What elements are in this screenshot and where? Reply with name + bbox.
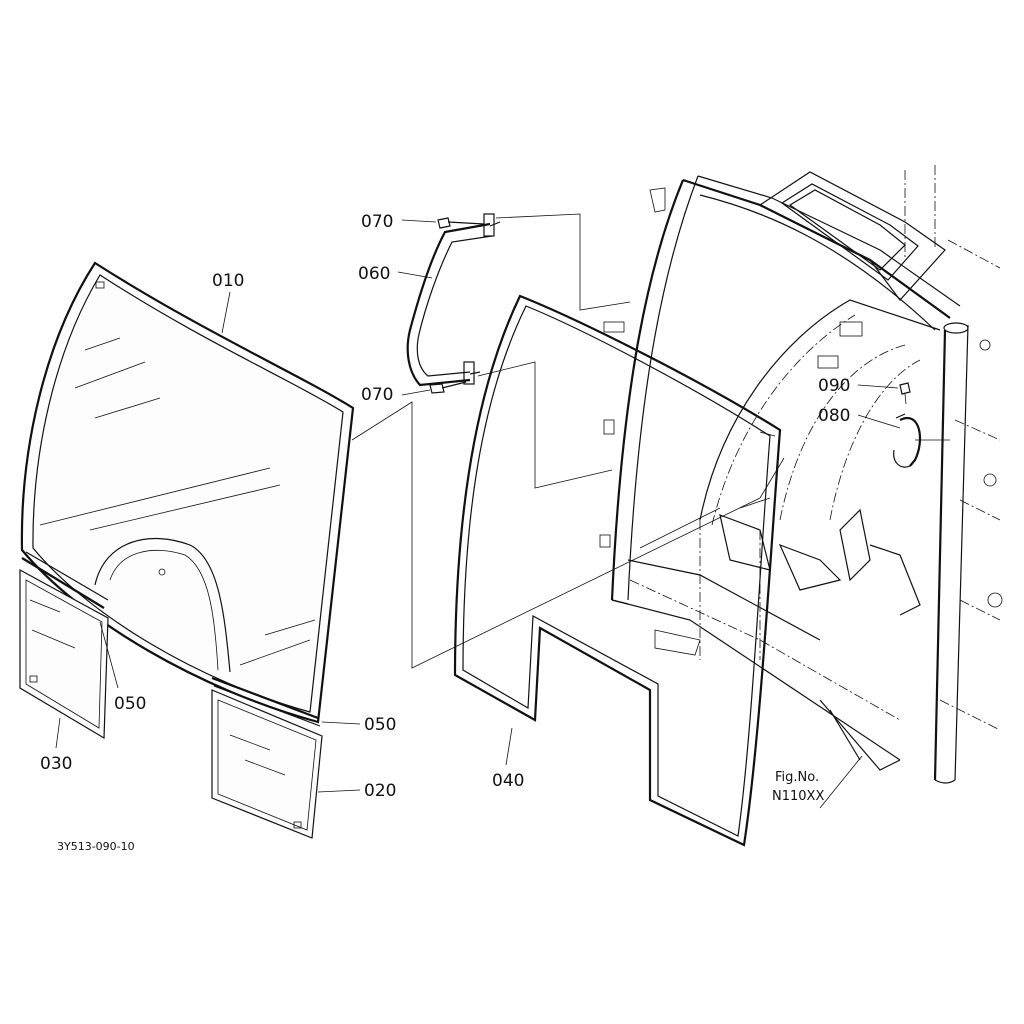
cab-frame [599,165,1003,784]
front-glass-010 [20,261,355,724]
callout-070-top: 070 [361,212,393,232]
seal-strip-050-right [211,676,321,727]
grab-handle-060 [406,213,501,387]
seal-strip-050-left [21,551,109,609]
leader-lines [55,213,950,809]
door-seal-040 [453,294,782,847]
bolt-090 [899,382,911,405]
lower-glass-020 [211,689,323,839]
drawing-code: 3Y513-090-10 [57,840,135,853]
lower-glass-030 [19,568,109,740]
callout-040: 040 [492,771,524,791]
figure-label: Fig.No. [775,770,819,785]
callout-060: 060 [358,264,390,284]
callout-080: 080 [818,406,850,426]
callout-030: 030 [40,754,72,774]
callout-070-mid: 070 [361,385,393,405]
callout-050-left: 050 [114,694,146,714]
figure-number: N110XX [772,789,824,804]
bolt-070-mid [429,381,467,394]
callout-020: 020 [364,781,396,801]
bolt-070-top [437,217,485,229]
grip-080 [893,413,922,468]
callout-010: 010 [212,271,244,291]
callout-090: 090 [818,376,850,396]
callout-050-right: 050 [364,715,396,735]
